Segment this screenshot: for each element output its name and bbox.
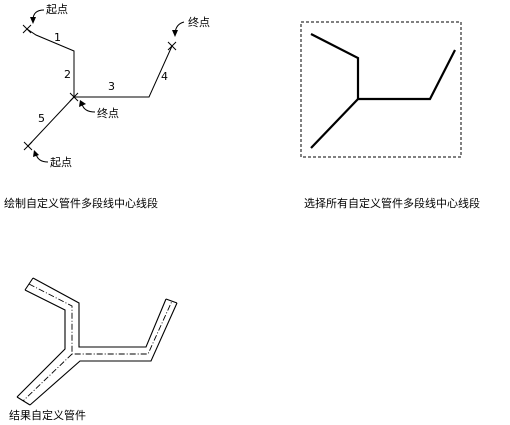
pipe-end-cap bbox=[165, 298, 178, 304]
start-top-marker-icon bbox=[22, 24, 32, 34]
middle-end-arrow-icon bbox=[81, 103, 96, 113]
panel-select-segments bbox=[300, 21, 462, 158]
segment-number-4: 4 bbox=[161, 70, 168, 83]
pipe-centerline-upper bbox=[28, 283, 173, 355]
end-top-label: 终点 bbox=[188, 15, 210, 29]
end-top-arrowhead-icon bbox=[172, 30, 178, 37]
segment-5-line bbox=[27, 96, 75, 147]
selected-lower-segment bbox=[310, 98, 359, 149]
panel-draw-segments bbox=[22, 9, 185, 163]
pipe-upper-wall-2 bbox=[16, 289, 66, 398]
start-top-arrowhead-icon bbox=[30, 17, 36, 24]
caption-select-segments: 选择所有自定义管件多段线中心线段 bbox=[304, 197, 480, 210]
panel-result-fitting bbox=[16, 277, 178, 406]
segment-number-3: 3 bbox=[108, 80, 115, 93]
upper-polyline bbox=[26, 28, 173, 98]
start-top-label: 起点 bbox=[46, 3, 68, 16]
segment-number-5: 5 bbox=[38, 112, 45, 125]
segment-number-1: 1 bbox=[54, 31, 61, 44]
start-bottom-marker-icon bbox=[23, 141, 33, 151]
middle-end-label: 终点 bbox=[97, 106, 119, 120]
selected-upper-polyline bbox=[310, 33, 456, 101]
segment-number-2: 2 bbox=[64, 68, 71, 81]
junction-marker-icon bbox=[69, 92, 79, 102]
pipe-upper-wall-1 bbox=[32, 277, 167, 348]
pipe-centerline-lower bbox=[22, 353, 73, 402]
selection-window bbox=[300, 21, 462, 158]
caption-draw-segments: 绘制自定义管件多段线中心线段 bbox=[4, 197, 158, 210]
middle-end-arrowhead-icon bbox=[79, 100, 86, 107]
end-top-marker-icon bbox=[167, 41, 177, 51]
start-bottom-arrowhead-icon bbox=[33, 150, 39, 157]
caption-result-fitting: 结果自定义管件 bbox=[9, 409, 86, 422]
pipe-lower-wall-1 bbox=[29, 302, 178, 406]
start-bottom-label: 起点 bbox=[50, 156, 72, 169]
